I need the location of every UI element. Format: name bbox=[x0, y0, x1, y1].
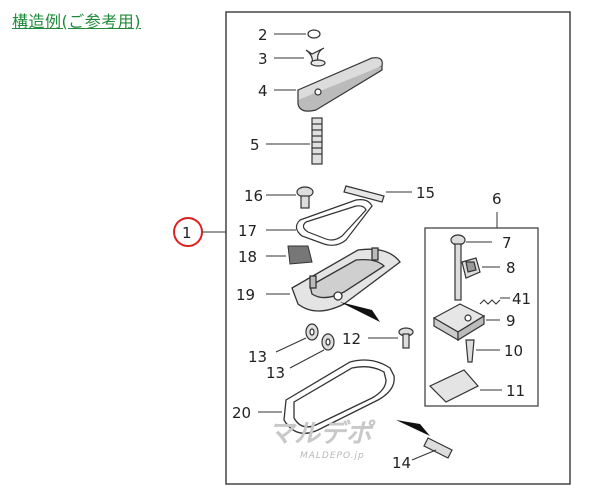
part-19-housing bbox=[291, 247, 401, 312]
label-17: 17 bbox=[238, 222, 257, 240]
arrow-19 bbox=[340, 302, 380, 322]
label-14: 14 bbox=[392, 454, 411, 472]
part-12-screw bbox=[398, 327, 414, 349]
label-19: 19 bbox=[236, 286, 255, 304]
part-5-stud bbox=[311, 117, 323, 165]
part-16-screw bbox=[296, 186, 314, 209]
label-9: 9 bbox=[506, 312, 516, 330]
label-2: 2 bbox=[258, 26, 268, 44]
label-5: 5 bbox=[250, 136, 260, 154]
page-title: 構造例(ご参考用) bbox=[12, 12, 141, 31]
diagram-frame bbox=[225, 11, 571, 485]
label-6: 6 bbox=[492, 190, 502, 208]
label-41: 41 bbox=[512, 290, 531, 308]
part-15-strip bbox=[343, 185, 385, 203]
label-12: 12 bbox=[342, 330, 361, 348]
part-7-screw bbox=[450, 234, 466, 301]
part-20-gasket bbox=[283, 359, 395, 434]
label-8: 8 bbox=[506, 259, 516, 277]
label-3: 3 bbox=[258, 50, 268, 68]
label-13a: 13 bbox=[248, 348, 267, 366]
part-4-cover-plate bbox=[297, 57, 383, 112]
label-4: 4 bbox=[258, 82, 268, 100]
watermark-url: MALDEPO.jp bbox=[300, 451, 365, 461]
label-13b: 13 bbox=[266, 364, 285, 382]
part-18-pad bbox=[287, 245, 313, 265]
part-9-bracket bbox=[432, 303, 486, 342]
label-18: 18 bbox=[238, 248, 257, 266]
part-2-oring bbox=[307, 29, 321, 39]
label-1: 1 bbox=[182, 224, 192, 242]
part-10-screw bbox=[465, 339, 475, 363]
label-20: 20 bbox=[232, 404, 251, 422]
label-11: 11 bbox=[506, 382, 525, 400]
subassembly-frame bbox=[424, 227, 539, 407]
label-7: 7 bbox=[502, 234, 512, 252]
part-14-pin bbox=[423, 437, 453, 459]
part-11-plate bbox=[428, 369, 479, 403]
label-10: 10 bbox=[504, 342, 523, 360]
label-15: 15 bbox=[416, 184, 435, 202]
part-3-wing-nut bbox=[305, 47, 326, 67]
label-16: 16 bbox=[244, 187, 263, 205]
arrow-14 bbox=[396, 420, 430, 436]
part-41-spring bbox=[479, 299, 501, 305]
watermark-logo: マルデポ bbox=[268, 419, 376, 449]
part-13-washers bbox=[305, 323, 335, 351]
part-17-gasket bbox=[295, 199, 373, 246]
part-8-clip bbox=[461, 257, 481, 279]
